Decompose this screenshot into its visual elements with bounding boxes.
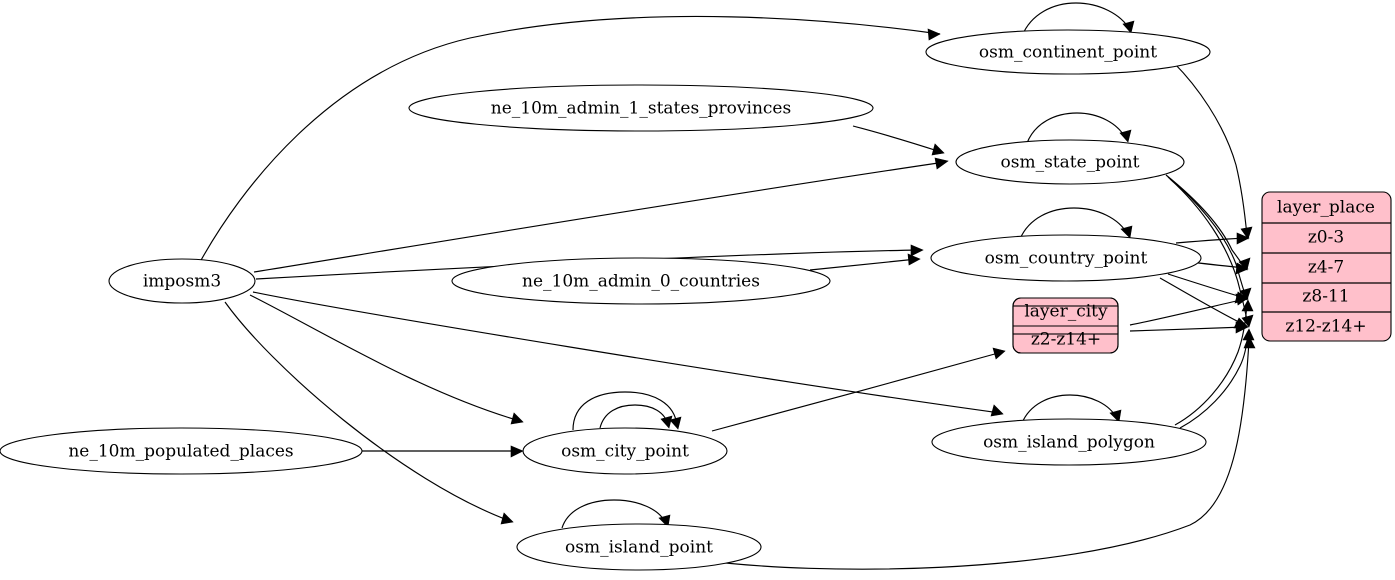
node-shape[interactable] [955,139,1185,185]
layer_city-outline [1012,297,1119,354]
node-osm_island_point[interactable]: osm_island_point [516,523,762,571]
layer_city-row-0-label: z2-z14+ [1031,330,1101,350]
edge-layer_city-to-layer_place-z8-11 [1129,298,1246,326]
edge-ne_states-to-osm_state_point [852,125,942,153]
node-osm_continent_point[interactable]: osm_continent_point [925,29,1211,75]
edge-imposm3-to-osm_island_polygon [252,291,1001,414]
node-ne_countries-label: ne_10m_admin_0_countries [522,272,760,292]
node-ne_10m_populated_places[interactable]: ne_10m_populated_places [0,427,363,475]
arrowhead [1235,293,1249,306]
node-shape[interactable] [522,427,728,475]
arrowhead [990,404,1004,417]
edge-osm_island_polygon-to-layer_place-z12-z14 [1179,331,1249,429]
arrowhead [934,157,949,170]
edge-osm_city_point-to-layer_city [711,351,1003,432]
edge-imposm3-to-osm_state_point [253,161,946,273]
edge-imposm3-to-osm_continent_point [199,15,941,263]
selfloop-osm_city_point-inner [599,404,669,429]
layer_place-row-2-label: z8-11 [1302,287,1349,307]
layer_place-row-1-label: z4-7 [1308,258,1344,278]
node-ne_10m_admin_1_states_provinces[interactable]: ne_10m_admin_1_states_provinces [408,84,874,132]
arrowhead [1240,226,1253,240]
node-ne_10m_admin_0_countries[interactable]: ne_10m_admin_0_countries [451,257,831,305]
edge-layer [199,2,1256,570]
arrowhead [1235,321,1249,334]
arrowhead [1236,232,1250,245]
node-shape[interactable] [408,84,874,132]
node-shape[interactable] [930,234,1202,282]
node-ne_places-label: ne_10m_populated_places [68,442,293,462]
node-osm_continent_point-label: osm_continent_point [979,43,1157,63]
node-imposm3[interactable]: imposm3 [108,258,256,304]
edge-imposm3-to-osm_island_point [224,301,511,522]
edge-ne_countries-to-osm_country_point [809,258,918,271]
layer_city-header-label: layer_city [1024,302,1108,322]
node-shape[interactable] [931,418,1207,466]
arrowhead [992,347,1006,360]
edge-osm_island_polygon-to-layer_place-z8-11 [1174,302,1248,426]
arrowhead [1109,409,1122,423]
node-shape[interactable] [451,257,831,305]
arrowhead [1119,129,1132,143]
selfloop-osm_city_point-outer [572,391,678,431]
arrowhead [660,415,673,429]
selfloop-osm_continent_point [1021,2,1131,37]
arrowhead [669,416,682,430]
edge-layer_city-to-layer_place-z12-z14 [1129,326,1246,332]
node-shape[interactable] [0,427,363,475]
arrowhead [931,143,945,156]
layer_place-row-0-label: z0-3 [1308,228,1344,248]
arrowhead [658,514,671,528]
edge-osm_state_point-to-layer_place-z8-11 [1167,176,1247,298]
arrowhead [500,512,514,525]
arrowhead [510,445,524,458]
node-osm_state_point-label: osm_state_point [1001,153,1140,173]
node-osm_island_point-label: osm_island_point [565,538,713,558]
arrowhead [1241,299,1254,312]
node-ne_states-label: ne_10m_admin_1_states_provinces [491,99,791,119]
selfloop-osm_island_point [561,499,667,529]
selfloop-osm_island_polygon [1021,394,1118,424]
node-osm_country_point-label: osm_country_point [985,249,1148,269]
layer_place-header-label: layer_place [1277,198,1375,218]
arrowhead [910,244,924,257]
edge-osm_country_point-to-layer_place-z8-11 [1167,273,1246,299]
layer_place-outline[interactable] [1261,191,1392,342]
node-osm_island_polygon-label: osm_island_polygon [983,433,1155,453]
node-layer_place[interactable]: layer_place z0-3 z4-7 z8-11 z12-z14+ [1261,191,1392,342]
layer_city-fill-patch [1012,305,1119,335]
edge-osm_island_point-to-layer_place-z12-z14 [699,339,1250,570]
layer_place-row-3-label: z12-z14+ [1285,317,1366,337]
node-shape[interactable] [108,258,256,304]
arrowhead [1243,335,1256,349]
node-shape[interactable] [925,29,1211,75]
node-shape[interactable] [516,523,762,571]
arrowhead [1122,20,1135,34]
node-osm_island_polygon[interactable]: osm_island_polygon [931,418,1207,466]
node-imposm3-label: imposm3 [143,272,221,292]
selfloop-osm_country_point [1019,207,1129,240]
arrowhead [1235,262,1249,275]
edge-osm_continent_point-to-layer_place-z0-3 [1173,62,1248,237]
arrowhead [510,412,524,425]
selfloop-osm_state_point [1026,112,1127,144]
node-osm_city_point-label: osm_city_point [561,442,689,462]
arrowhead [907,253,921,266]
node-osm_country_point[interactable]: osm_country_point [930,234,1202,282]
node-osm_city_point[interactable]: osm_city_point [522,427,728,475]
arrowhead [1120,225,1133,239]
node-osm_state_point[interactable]: osm_state_point [955,139,1185,185]
arrowhead [927,28,941,41]
node-layer_city[interactable]: layer_city z2-z14+ [1012,297,1119,354]
edge-imposm3-to-osm_city_point [249,294,521,422]
edge-osm_country_point-to-layer_place-z0-3 [1175,237,1247,244]
